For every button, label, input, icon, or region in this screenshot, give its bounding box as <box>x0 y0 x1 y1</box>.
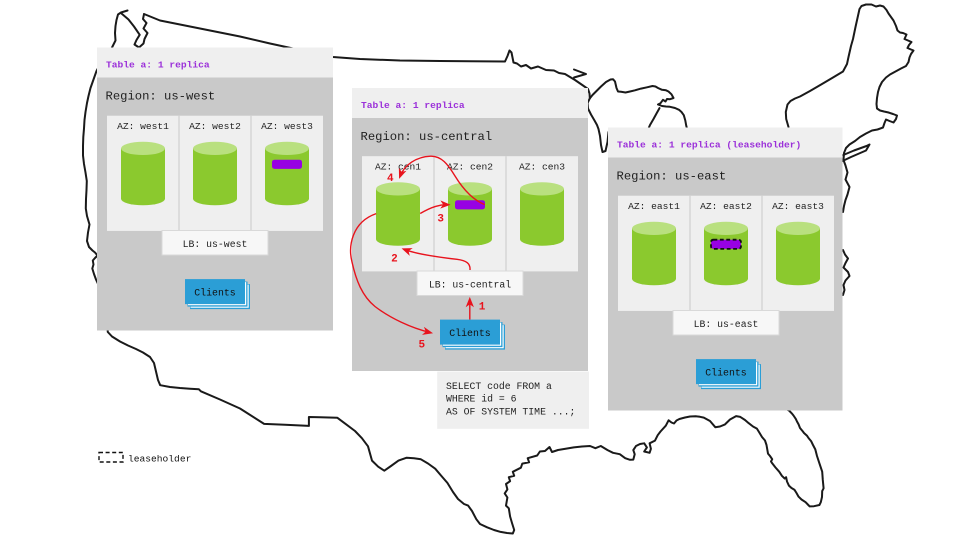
svg-text:Region: us-west: Region: us-west <box>106 90 216 104</box>
svg-text:AZ: west3: AZ: west3 <box>261 121 313 132</box>
svg-text:AZ: west2: AZ: west2 <box>189 121 241 132</box>
svg-text:AZ: west1: AZ: west1 <box>117 121 169 132</box>
svg-text:AZ: cen2: AZ: cen2 <box>447 162 493 173</box>
svg-text:4: 4 <box>387 173 394 185</box>
svg-text:Region: us-central: Region: us-central <box>361 130 493 144</box>
svg-text:LB: us-west: LB: us-west <box>183 239 248 250</box>
svg-text:AZ: east1: AZ: east1 <box>628 201 680 212</box>
svg-text:AZ: east2: AZ: east2 <box>700 201 752 212</box>
svg-text:Table a: 1 replica: Table a: 1 replica <box>361 100 465 111</box>
svg-text:AZ: east3: AZ: east3 <box>772 201 824 212</box>
svg-text:AZ: cen1: AZ: cen1 <box>375 162 421 173</box>
svg-text:AS OF SYSTEM TIME ...;: AS OF SYSTEM TIME ...; <box>446 407 575 418</box>
svg-text:Region: us-east: Region: us-east <box>617 170 727 184</box>
svg-text:Table a: 1 replica: Table a: 1 replica <box>106 60 210 71</box>
svg-text:SELECT code FROM a: SELECT code FROM a <box>446 381 552 392</box>
svg-text:Table a: 1 replica (leaseholde: Table a: 1 replica (leaseholder) <box>617 140 801 151</box>
svg-text:2: 2 <box>391 254 398 266</box>
svg-text:LB: us-central: LB: us-central <box>429 280 511 291</box>
svg-text:Clients: Clients <box>194 288 236 299</box>
svg-text:leaseholder: leaseholder <box>128 454 191 465</box>
svg-text:AZ: cen3: AZ: cen3 <box>519 162 565 173</box>
svg-text:WHERE id = 6: WHERE id = 6 <box>446 394 517 405</box>
svg-text:5: 5 <box>418 340 425 352</box>
svg-text:Clients: Clients <box>705 368 747 379</box>
svg-text:LB: us-east: LB: us-east <box>694 319 759 330</box>
svg-text:3: 3 <box>437 214 444 226</box>
svg-text:Clients: Clients <box>449 328 491 339</box>
svg-text:1: 1 <box>479 302 486 314</box>
